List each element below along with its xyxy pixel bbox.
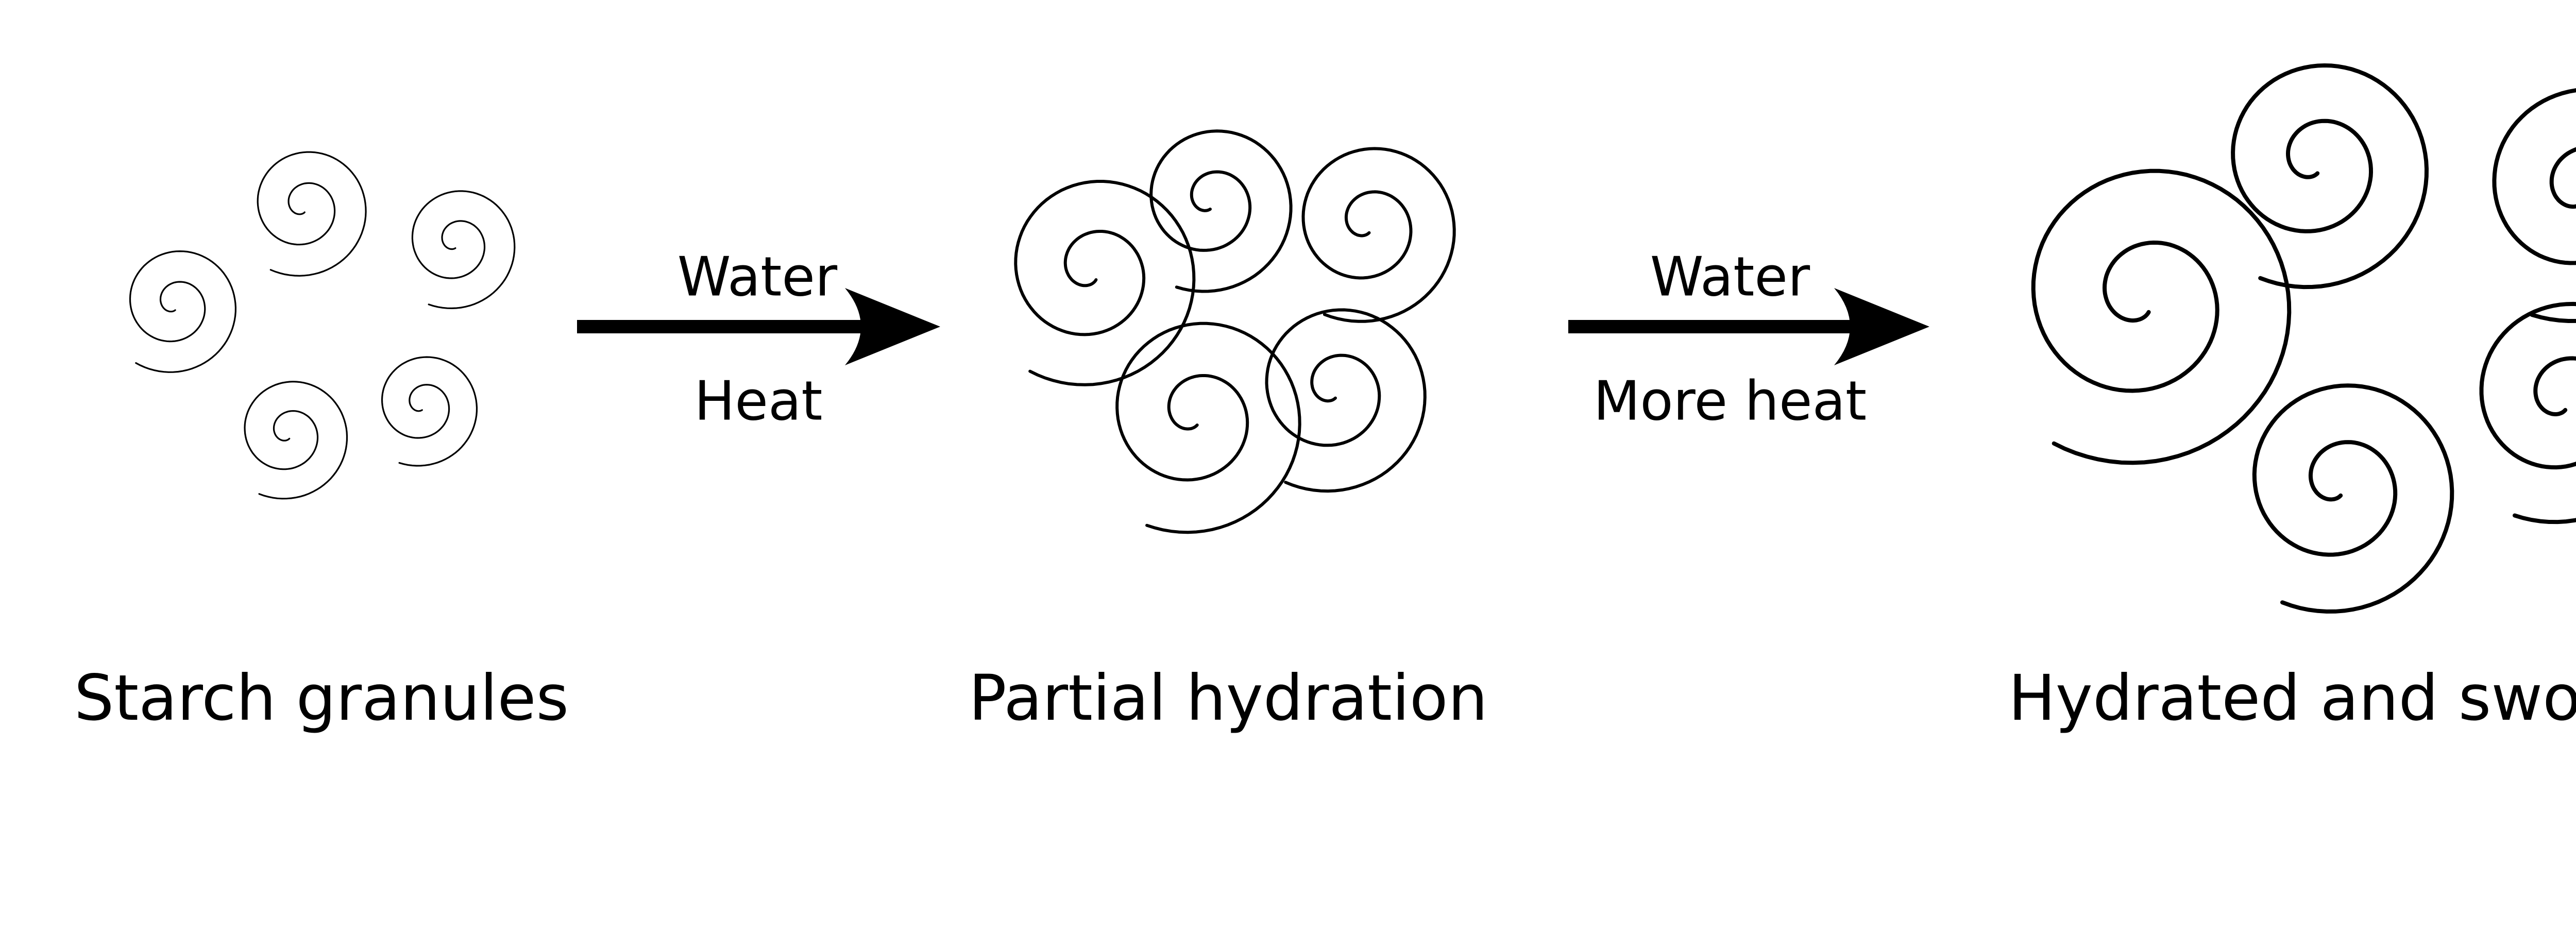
granule-spiral: [257, 151, 367, 277]
arrow-2-more-heat-label: More heat: [1593, 369, 1867, 433]
stage-3-drawing: [2031, 63, 2576, 614]
process-arrow-1: [577, 288, 940, 365]
granule-spiral: [1115, 321, 1301, 534]
granule-spiral: [244, 381, 348, 500]
granule-spiral: [2479, 301, 2576, 524]
stage-1-drawing: [129, 151, 516, 500]
arrow-2-water-label: Water: [1650, 245, 1810, 309]
arrow-head-icon: [845, 288, 940, 365]
stage-1-caption: Starch granules: [74, 662, 569, 735]
granule-spiral: [1149, 129, 1293, 293]
granule-spiral: [1014, 180, 1196, 386]
granule-spiral: [2231, 63, 2429, 290]
granule-spiral: [2031, 168, 2292, 465]
granule-spiral: [411, 190, 516, 310]
granule-spiral: [1265, 308, 1427, 493]
granule-spiral: [381, 356, 478, 467]
arrow-1-water-label: Water: [677, 245, 838, 309]
stage-3-caption: Hydrated and swollen: [2008, 662, 2576, 735]
process-arrow-2: [1568, 288, 1929, 365]
granule-spiral: [1301, 147, 1456, 323]
granule-spiral: [2252, 383, 2454, 614]
stage-2-drawing: [1014, 129, 1456, 534]
arrow-head-icon: [1834, 288, 1929, 365]
stage-2-caption: Partial hydration: [969, 662, 1488, 735]
granule-spiral: [2492, 88, 2576, 324]
granule-spiral: [129, 250, 237, 373]
arrow-1-heat-label: Heat: [694, 369, 823, 433]
